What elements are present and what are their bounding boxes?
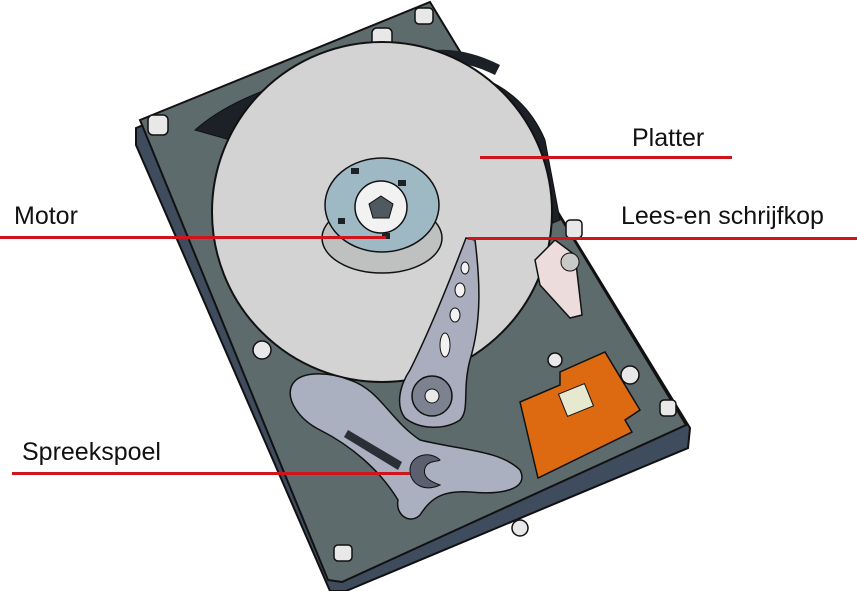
platter-leader-line xyxy=(480,156,732,159)
read-write-head-label: Lees-en schrijfkop xyxy=(621,202,824,230)
motor-label: Motor xyxy=(14,202,78,230)
connector xyxy=(519,351,642,480)
read-write-head-leader-line xyxy=(468,237,857,240)
voice-coil-label: Spreekspoel xyxy=(22,438,161,466)
screw-icons xyxy=(147,7,677,562)
voice-coil xyxy=(289,373,523,520)
platter-label: Platter xyxy=(632,124,705,152)
voice-coil-leader-line xyxy=(12,472,410,475)
spindle xyxy=(368,195,394,219)
motor-leader-line xyxy=(0,236,386,239)
